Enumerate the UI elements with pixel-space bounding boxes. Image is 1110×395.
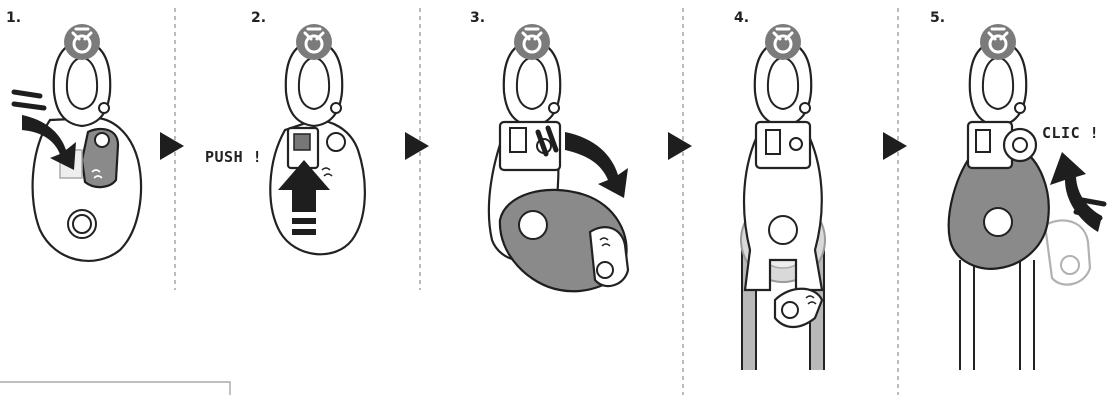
step-number: 3. xyxy=(470,10,485,26)
step-number: 4. xyxy=(734,10,749,26)
carabiner-lock-icon xyxy=(62,22,102,62)
clic-callout: CLIC ! xyxy=(1042,124,1099,142)
rotate-arrow-icon xyxy=(565,132,628,198)
step-4-illustration xyxy=(740,40,826,370)
rotate-arrow-icon xyxy=(22,115,76,170)
carabiner-lock-icon xyxy=(978,22,1018,62)
step-2-illustration: PUSH ! xyxy=(205,40,366,256)
step-number: 2. xyxy=(251,10,266,26)
step-5-illustration: CLIC ! xyxy=(947,40,1107,370)
step-number: 1. xyxy=(6,10,21,26)
caption-box-edge xyxy=(0,381,231,395)
triangle-right-icon xyxy=(160,132,184,160)
triangle-right-icon xyxy=(668,132,692,160)
rotate-arrow-icon xyxy=(1050,152,1102,232)
carabiner-lock-icon xyxy=(294,22,334,62)
push-callout: PUSH ! xyxy=(205,148,262,166)
carabiner-lock-icon xyxy=(763,22,803,62)
triangle-right-icon xyxy=(883,132,907,160)
push-arrow-icon xyxy=(278,160,330,212)
step-1-illustration xyxy=(11,40,143,263)
carabiner-lock-icon xyxy=(512,22,552,62)
step-3-illustration xyxy=(487,40,630,293)
triangle-right-icon xyxy=(405,132,429,160)
step-number: 5. xyxy=(930,10,945,26)
